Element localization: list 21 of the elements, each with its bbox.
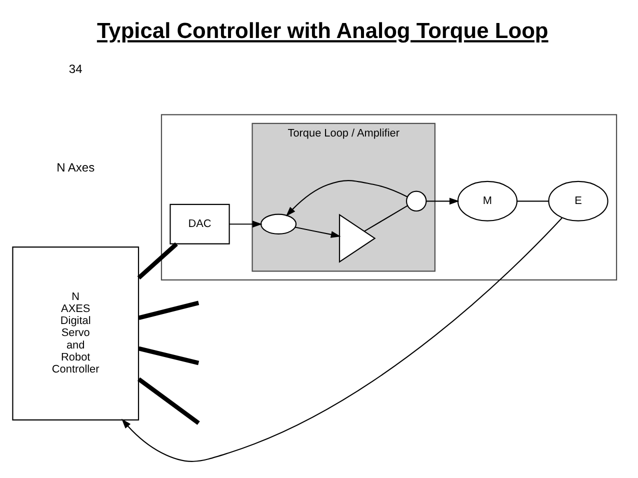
connector <box>364 204 408 232</box>
node-circle <box>406 190 427 212</box>
label: N Axes <box>56 160 95 174</box>
arrow <box>295 226 341 238</box>
node-ellipse: E <box>548 180 608 221</box>
arrow <box>426 197 460 204</box>
arrow <box>229 220 262 228</box>
cluster <box>160 114 618 280</box>
node-box: N AXES Digital Servo and Robot Controller <box>12 246 140 420</box>
connector <box>138 346 200 365</box>
connector <box>137 376 200 424</box>
arrow <box>122 217 562 462</box>
label: 34 <box>68 61 82 76</box>
node-triangle <box>338 213 376 262</box>
node-ellipse: M <box>457 180 518 221</box>
connector <box>517 200 549 202</box>
connector <box>138 300 200 320</box>
arrow <box>286 180 408 216</box>
node-box: DAC <box>170 203 230 244</box>
node-ellipse <box>260 213 297 234</box>
diagram-title: Typical Controller with Analog Torque Loop <box>96 18 548 43</box>
